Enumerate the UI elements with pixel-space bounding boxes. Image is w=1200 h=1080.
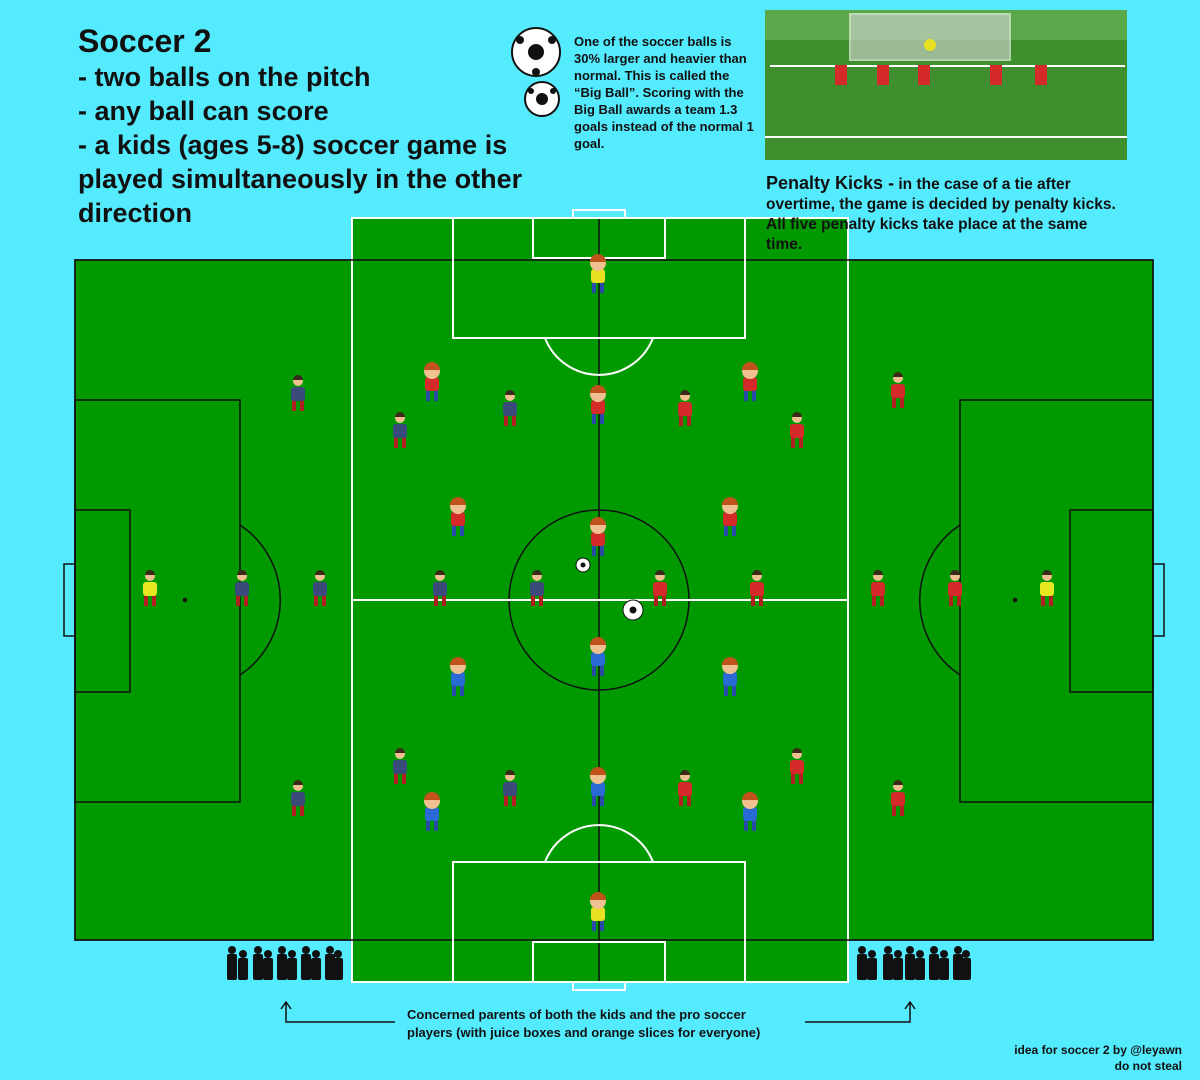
credit: idea for soccer 2 by @leyawn do not steal <box>1014 1042 1182 1074</box>
parent-silhouette <box>333 950 343 980</box>
parent-silhouette <box>301 946 311 980</box>
page-title: Soccer 2 <box>78 23 212 59</box>
player-blue <box>313 570 327 606</box>
big-ball-icon <box>511 27 561 77</box>
kid-player <box>424 362 440 401</box>
parent-silhouette <box>857 946 867 980</box>
rule-line: played simultaneously in the other <box>78 164 523 194</box>
parent-silhouette <box>961 950 971 980</box>
player-blue <box>393 412 407 448</box>
player-red <box>750 570 764 606</box>
player-blue <box>503 390 517 426</box>
soccer-ball-big <box>622 599 644 621</box>
kid-player <box>742 362 758 401</box>
credit-line: do not steal <box>1114 1059 1182 1073</box>
parent-silhouette <box>893 950 903 980</box>
penalty-kicks-heading: Penalty Kicks - <box>766 173 895 193</box>
parents-note: Concerned parents of both the kids and t… <box>407 1007 761 1040</box>
kid-player <box>424 792 440 831</box>
player-red <box>891 780 905 816</box>
player-blue <box>291 780 305 816</box>
parent-silhouette <box>929 946 939 980</box>
player-blue <box>433 570 447 606</box>
player-red <box>790 412 804 448</box>
player-blue <box>235 570 249 606</box>
kid-player <box>590 892 606 931</box>
kid-player <box>450 497 466 536</box>
player-blue <box>291 375 305 411</box>
parent-silhouette <box>227 946 237 980</box>
parent-silhouette <box>253 946 263 980</box>
rule-line: - two balls on the pitch <box>78 62 371 92</box>
parents-silhouettes <box>227 946 971 980</box>
player-red <box>871 570 885 606</box>
goalkeeper <box>143 570 157 606</box>
parent-silhouette <box>953 946 963 980</box>
penalty-kicks-note: Penalty Kicks - in the case of a tie aft… <box>766 173 1126 255</box>
player-red <box>678 770 692 806</box>
parent-silhouette <box>905 946 915 980</box>
parent-silhouette <box>915 950 925 980</box>
big-ball-note: One of the soccer balls is 30% larger an… <box>574 34 754 151</box>
parent-silhouette <box>238 950 248 980</box>
kid-player <box>590 517 606 556</box>
player-red <box>891 372 905 408</box>
parent-silhouette <box>277 946 287 980</box>
player-red <box>790 748 804 784</box>
parent-silhouette <box>311 950 321 980</box>
title-block: Soccer 2 - two balls on the pitch - any … <box>78 22 522 230</box>
rule-line: - any ball can score <box>78 96 329 126</box>
kid-player <box>742 792 758 831</box>
parent-silhouette <box>325 946 335 980</box>
kid-player <box>590 637 606 676</box>
penalty-kicks-text: in the case of a tie after overtime, the… <box>766 176 1116 253</box>
parent-silhouette <box>939 950 949 980</box>
kid-player <box>722 657 738 696</box>
player-blue <box>530 570 544 606</box>
credit-line: idea for soccer 2 by @leyawn <box>1014 1043 1182 1057</box>
rule-line: direction <box>78 198 193 228</box>
parent-silhouette <box>287 950 297 980</box>
player-blue <box>503 770 517 806</box>
player-red <box>678 390 692 426</box>
player-red <box>948 570 962 606</box>
kid-player <box>722 497 738 536</box>
player-red <box>653 570 667 606</box>
kid-player <box>590 254 606 293</box>
soccer-ball-normal <box>575 557 591 573</box>
penalty-kicks-image <box>765 10 1127 160</box>
rule-line: - a kids (ages 5-8) soccer game is <box>78 130 508 160</box>
kid-player <box>590 385 606 424</box>
normal-ball-icon <box>524 81 560 117</box>
parent-silhouette <box>883 946 893 980</box>
parent-silhouette <box>263 950 273 980</box>
arrows <box>280 1000 916 1023</box>
players <box>143 254 1054 931</box>
kid-player <box>590 767 606 806</box>
parent-silhouette <box>867 950 877 980</box>
player-blue <box>393 748 407 784</box>
kid-player <box>450 657 466 696</box>
goalkeeper <box>1040 570 1054 606</box>
